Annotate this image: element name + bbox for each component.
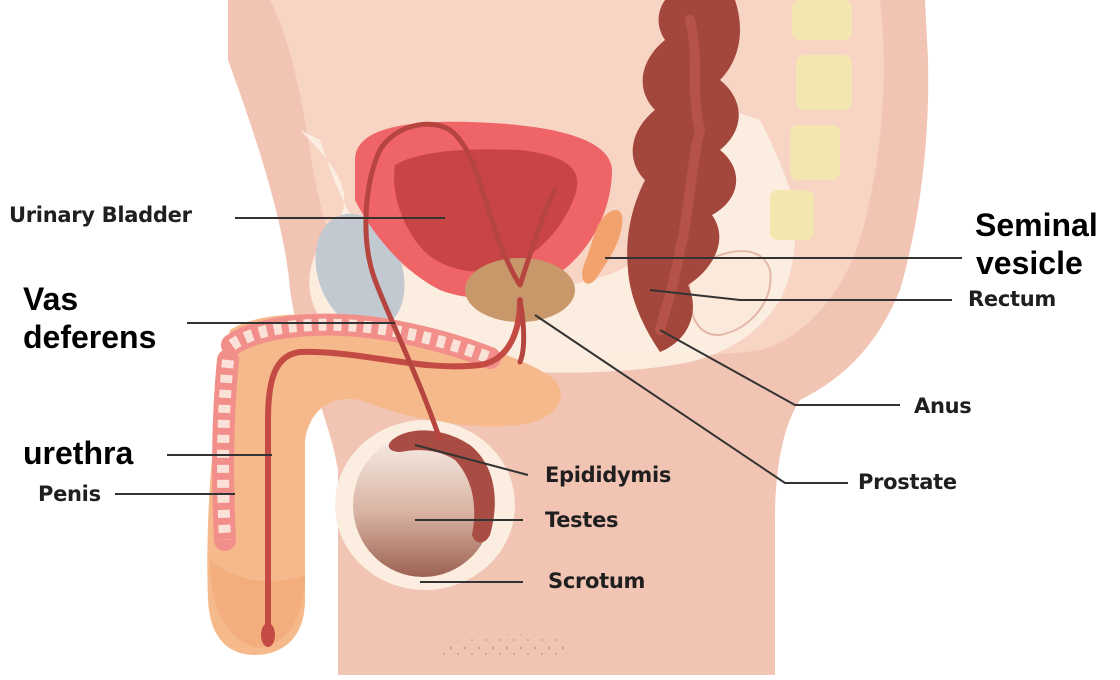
label-vas-deferens-line1: Vas <box>23 280 78 318</box>
label-seminal-vesicle-line1: Seminal <box>975 206 1098 244</box>
label-epididymis: Epididymis <box>545 463 671 487</box>
label-urinary-bladder: Urinary Bladder <box>9 203 192 227</box>
label-rectum: Rectum <box>968 287 1056 311</box>
label-seminal-vesicle-line2: vesicle <box>976 244 1083 282</box>
label-testes: Testes <box>545 508 618 532</box>
label-penis: Penis <box>38 482 101 506</box>
label-scrotum: Scrotum <box>548 569 645 593</box>
label-anus: Anus <box>914 394 971 418</box>
urethra-opening <box>261 623 275 647</box>
label-urethra: urethra <box>23 434 133 472</box>
label-prostate: Prostate <box>858 470 957 494</box>
label-vas-deferens-line2: deferens <box>23 318 156 356</box>
